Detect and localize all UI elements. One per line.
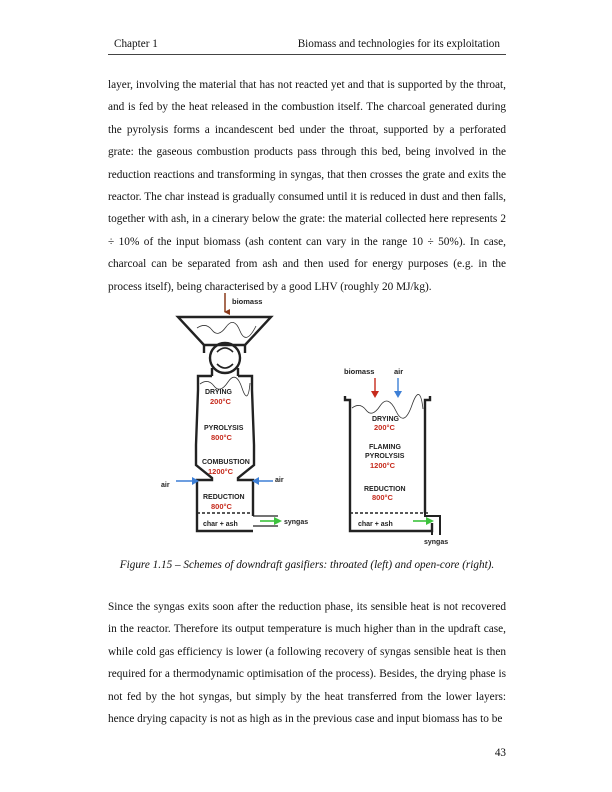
right-flaming-label: FLAMING [369, 444, 401, 451]
rotary-valve-icon [208, 341, 242, 375]
left-biomass-label: biomass [232, 297, 262, 306]
hopper [175, 315, 274, 347]
right-pyrolysis-label: PYROLYSIS [365, 453, 405, 460]
left-reduction-label: REDUCTION [203, 494, 245, 501]
left-reduction-temp: 800°C [211, 502, 233, 511]
right-pyrolysis-temp: 1200°C [370, 461, 396, 470]
air-inlet-arrow-icon [192, 477, 199, 485]
syngas-arrow-icon [274, 517, 282, 525]
right-reduction-label: REDUCTION [364, 486, 406, 493]
right-char-ash-label: char + ash [358, 521, 393, 528]
left-air-label-right: air [275, 477, 284, 484]
biomass-arrow-icon [371, 391, 379, 398]
page-number: 43 [494, 747, 506, 759]
left-syngas-label: syngas [284, 519, 308, 526]
right-syngas-label: syngas [424, 539, 448, 546]
right-drying-label: DRYING [372, 416, 400, 423]
chapter-title: Biomass and technologies for its exploit… [297, 38, 500, 50]
left-pyrolysis-temp: 800°C [211, 433, 233, 442]
left-pyrolysis-label: PYROLYSIS [204, 425, 244, 432]
body-paragraph: layer, involving the material that has n… [108, 79, 506, 293]
figure-caption: Figure 1.15 – Schemes of downdraft gasif… [119, 559, 495, 571]
left-drying-temp: 200°C [210, 397, 232, 406]
throated-gasifier-diagram: biomass DRYING 200°C PYROLYSIS 800°C COM… [161, 293, 308, 533]
open-core-gasifier-diagram: biomass air DRYING 200°C FLAMING PYROLYS… [343, 367, 448, 546]
header-rule [108, 54, 506, 55]
air-arrow-icon [394, 391, 402, 398]
syngas-arrow-icon [426, 517, 434, 525]
chapter-label: Chapter 1 [114, 38, 158, 50]
left-drying-label: DRYING [205, 389, 233, 396]
left-air-label-left: air [161, 482, 170, 489]
left-combustion-label: COMBUSTION [202, 459, 250, 466]
air-inlet-arrow-icon [252, 477, 259, 485]
right-air-label: air [394, 367, 403, 376]
gasifier-figure: biomass DRYING 200°C PYROLYSIS 800°C COM… [161, 293, 448, 546]
left-combustion-temp: 1200°C [208, 467, 234, 476]
body-paragraph: Since the syngas exits soon after the re… [108, 601, 506, 726]
right-biomass-label: biomass [344, 367, 374, 376]
right-reduction-temp: 800°C [372, 493, 394, 502]
left-char-ash-label: char + ash [203, 521, 238, 528]
right-drying-temp: 200°C [374, 423, 396, 432]
